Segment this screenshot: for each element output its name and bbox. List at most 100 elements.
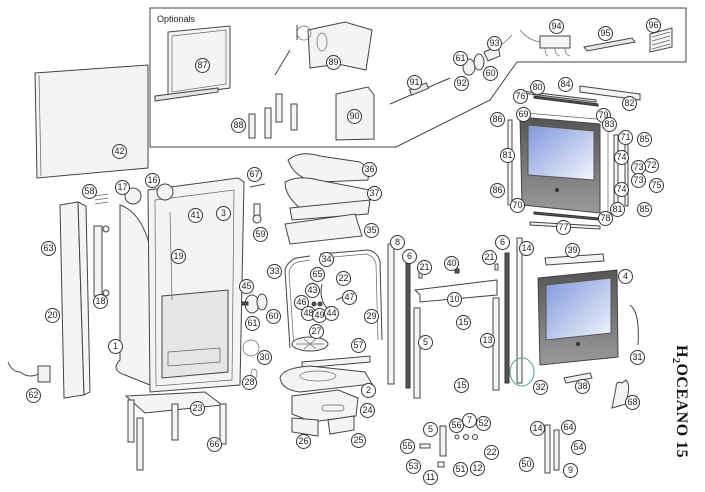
part-56-washer bbox=[454, 434, 460, 440]
callout-64: 64 bbox=[561, 420, 576, 435]
callout-70: 70 bbox=[510, 198, 525, 213]
callout-61: 61 bbox=[245, 316, 260, 331]
part-6a-rail bbox=[405, 259, 411, 389]
part-59-valve bbox=[252, 203, 262, 224]
callout-15-bottom: 15 bbox=[454, 378, 469, 393]
part-42-side-panel bbox=[34, 64, 149, 179]
callout-90: 90 bbox=[347, 109, 362, 124]
callout-39: 39 bbox=[565, 243, 580, 258]
callout-2: 2 bbox=[361, 383, 376, 398]
part-5-hinge bbox=[413, 307, 421, 399]
callout-82: 82 bbox=[622, 96, 637, 111]
callout-78: 78 bbox=[598, 211, 613, 226]
part-69-door-upper bbox=[507, 85, 641, 230]
callout-35: 35 bbox=[364, 223, 379, 238]
part-67-pin bbox=[249, 183, 266, 188]
callout-62: 62 bbox=[26, 388, 41, 403]
part-88-legs bbox=[248, 93, 298, 139]
callout-60: 60 bbox=[266, 309, 281, 324]
part-14-rail bbox=[516, 237, 523, 384]
hinge-detail-circle bbox=[509, 357, 535, 387]
callout-21-right: 21 bbox=[482, 250, 497, 265]
callout-14-bottom: 14 bbox=[530, 421, 545, 436]
callout-68: 68 bbox=[625, 395, 640, 410]
part-36-37-35-baffles bbox=[284, 153, 371, 245]
part-30-gasket bbox=[242, 339, 260, 357]
callout-75: 75 bbox=[649, 178, 664, 193]
callout-12: 12 bbox=[470, 461, 485, 476]
part-33-tube-inner bbox=[288, 253, 379, 349]
part-55-bolt bbox=[419, 443, 431, 449]
callout-25: 25 bbox=[351, 433, 366, 448]
callout-52: 52 bbox=[476, 416, 491, 431]
callout-91: 91 bbox=[407, 75, 422, 90]
callout-11: 11 bbox=[423, 470, 438, 485]
part-68-glove bbox=[611, 379, 630, 409]
callout-81-left: 81 bbox=[500, 148, 515, 163]
callout-73-b: 73 bbox=[631, 173, 646, 188]
optionals-frame bbox=[149, 7, 687, 148]
callout-47: 47 bbox=[342, 290, 357, 305]
callout-18: 18 bbox=[93, 294, 108, 309]
callout-73-a: 73 bbox=[631, 160, 646, 175]
part-89-deflector bbox=[274, 21, 373, 76]
part-62-cable bbox=[7, 361, 51, 383]
part-23-base bbox=[124, 391, 227, 471]
callout-23: 23 bbox=[190, 401, 205, 416]
part-33-tube bbox=[284, 249, 383, 349]
callout-20: 20 bbox=[45, 308, 60, 323]
part-7-washer bbox=[463, 434, 469, 440]
callout-80: 80 bbox=[530, 80, 545, 95]
callout-83: 83 bbox=[602, 117, 617, 132]
part-20-63-side-column bbox=[59, 201, 91, 399]
part-4-door-lower bbox=[537, 253, 619, 366]
callout-67: 67 bbox=[247, 167, 262, 182]
callout-31: 31 bbox=[630, 350, 645, 365]
part-57-bar bbox=[301, 355, 371, 369]
callout-5: 5 bbox=[418, 335, 433, 350]
callout-34: 34 bbox=[319, 252, 334, 267]
callout-51: 51 bbox=[453, 462, 468, 477]
callout-14-top: 14 bbox=[519, 241, 534, 256]
callout-3: 3 bbox=[216, 206, 231, 221]
callout-85-top: 85 bbox=[637, 132, 652, 147]
callout-22-top: 22 bbox=[336, 271, 351, 286]
callout-72: 72 bbox=[644, 158, 659, 173]
part-2-plate bbox=[279, 365, 373, 393]
callout-21-left: 21 bbox=[417, 260, 432, 275]
callout-19: 19 bbox=[171, 249, 186, 264]
part-9-bar bbox=[553, 429, 560, 471]
callout-45: 45 bbox=[239, 279, 254, 294]
callout-60-opt: 60 bbox=[483, 66, 498, 81]
callout-63: 63 bbox=[41, 241, 56, 256]
callout-33: 33 bbox=[267, 264, 282, 279]
callout-7: 7 bbox=[462, 413, 477, 428]
part-25-grate bbox=[327, 415, 355, 435]
callout-26: 26 bbox=[296, 434, 311, 449]
callout-57: 57 bbox=[351, 338, 366, 353]
part-5b-hinge bbox=[439, 425, 447, 457]
callout-30: 30 bbox=[257, 350, 272, 365]
callout-9: 9 bbox=[563, 463, 578, 478]
callout-4: 4 bbox=[618, 269, 633, 284]
callout-24: 24 bbox=[360, 403, 375, 418]
callout-89: 89 bbox=[326, 55, 341, 70]
callout-55: 55 bbox=[400, 439, 415, 454]
part-18-element bbox=[93, 225, 110, 297]
title-prefix: H bbox=[673, 345, 690, 358]
callout-43: 43 bbox=[305, 283, 320, 298]
callout-44: 44 bbox=[324, 306, 339, 321]
callout-96: 96 bbox=[646, 18, 661, 33]
part-95-bar bbox=[583, 37, 636, 52]
callout-37: 37 bbox=[367, 186, 382, 201]
callout-92: 92 bbox=[454, 76, 469, 91]
part-87-frame bbox=[154, 25, 231, 102]
callout-71: 71 bbox=[618, 130, 633, 145]
callout-29: 29 bbox=[364, 309, 379, 324]
part-3-stove-body bbox=[115, 177, 245, 393]
callout-16: 16 bbox=[145, 173, 160, 188]
diagram-title: H2OCEANO 15 bbox=[670, 345, 690, 458]
callout-84: 84 bbox=[558, 77, 573, 92]
callout-15-top: 15 bbox=[456, 315, 471, 330]
callout-27: 27 bbox=[309, 324, 324, 339]
